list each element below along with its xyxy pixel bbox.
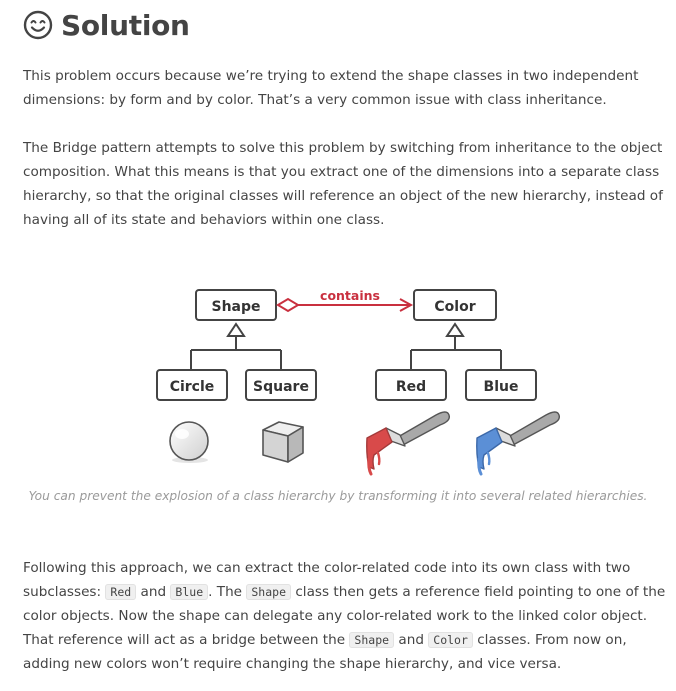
color-inheritance-connector — [410, 322, 502, 370]
arrow-head-icon — [399, 298, 414, 312]
text-span: and — [136, 584, 171, 600]
red-class-box: Red — [375, 369, 447, 401]
text-span: class then gets a reference field pointi… — [23, 584, 666, 648]
shape-class-label: Shape — [211, 299, 260, 315]
red-class-label: Red — [396, 379, 426, 395]
circle-class-box: Circle — [156, 369, 228, 401]
contains-label: contains — [320, 288, 380, 303]
inheritance-triangle-icon — [445, 322, 465, 337]
text-span: . The — [208, 584, 247, 600]
contains-relation: contains — [276, 288, 414, 313]
shape-inheritance-connector — [190, 322, 282, 370]
blue-paintbrush-icon — [476, 411, 560, 476]
red-paintbrush-icon — [366, 411, 450, 476]
code-red: Red — [105, 584, 137, 600]
blue-class-box: Blue — [465, 369, 537, 401]
section-title: Solution — [61, 8, 190, 42]
code-blue: Blue — [170, 584, 209, 600]
text-span: classes. From now on, adding new colors … — [23, 632, 627, 672]
blue-class-label: Blue — [484, 379, 519, 395]
text-span: Following this approach, we can extract … — [23, 560, 631, 600]
paragraph-bridge-intro: The Bridge pattern attempts to solve thi… — [23, 140, 663, 228]
sphere-icon — [169, 421, 209, 463]
smiling-face-icon — [23, 10, 53, 40]
circle-class-label: Circle — [170, 379, 215, 395]
section-heading: Solution — [23, 6, 190, 44]
color-class-box: Color — [413, 289, 497, 321]
color-class-label: Color — [434, 299, 475, 315]
shape-class-box: Shape — [195, 289, 277, 321]
code-shape: Shape — [349, 632, 395, 648]
square-class-label: Square — [253, 379, 309, 395]
paragraph-approach: Following this approach, we can extract … — [23, 556, 673, 676]
diagram-caption: You can prevent the explosion of a class… — [28, 489, 648, 503]
text-span: and — [394, 632, 429, 648]
inheritance-triangle-icon — [226, 322, 246, 337]
cube-icon — [262, 421, 304, 463]
bridge-diagram: Shape contains Color Circle Square — [156, 288, 560, 476]
code-shape: Shape — [246, 584, 291, 600]
paragraph-problem: This problem occurs because we’re trying… — [23, 68, 639, 108]
square-class-box: Square — [245, 369, 317, 401]
aggregation-diamond — [276, 297, 300, 313]
code-color: Color — [428, 632, 473, 648]
